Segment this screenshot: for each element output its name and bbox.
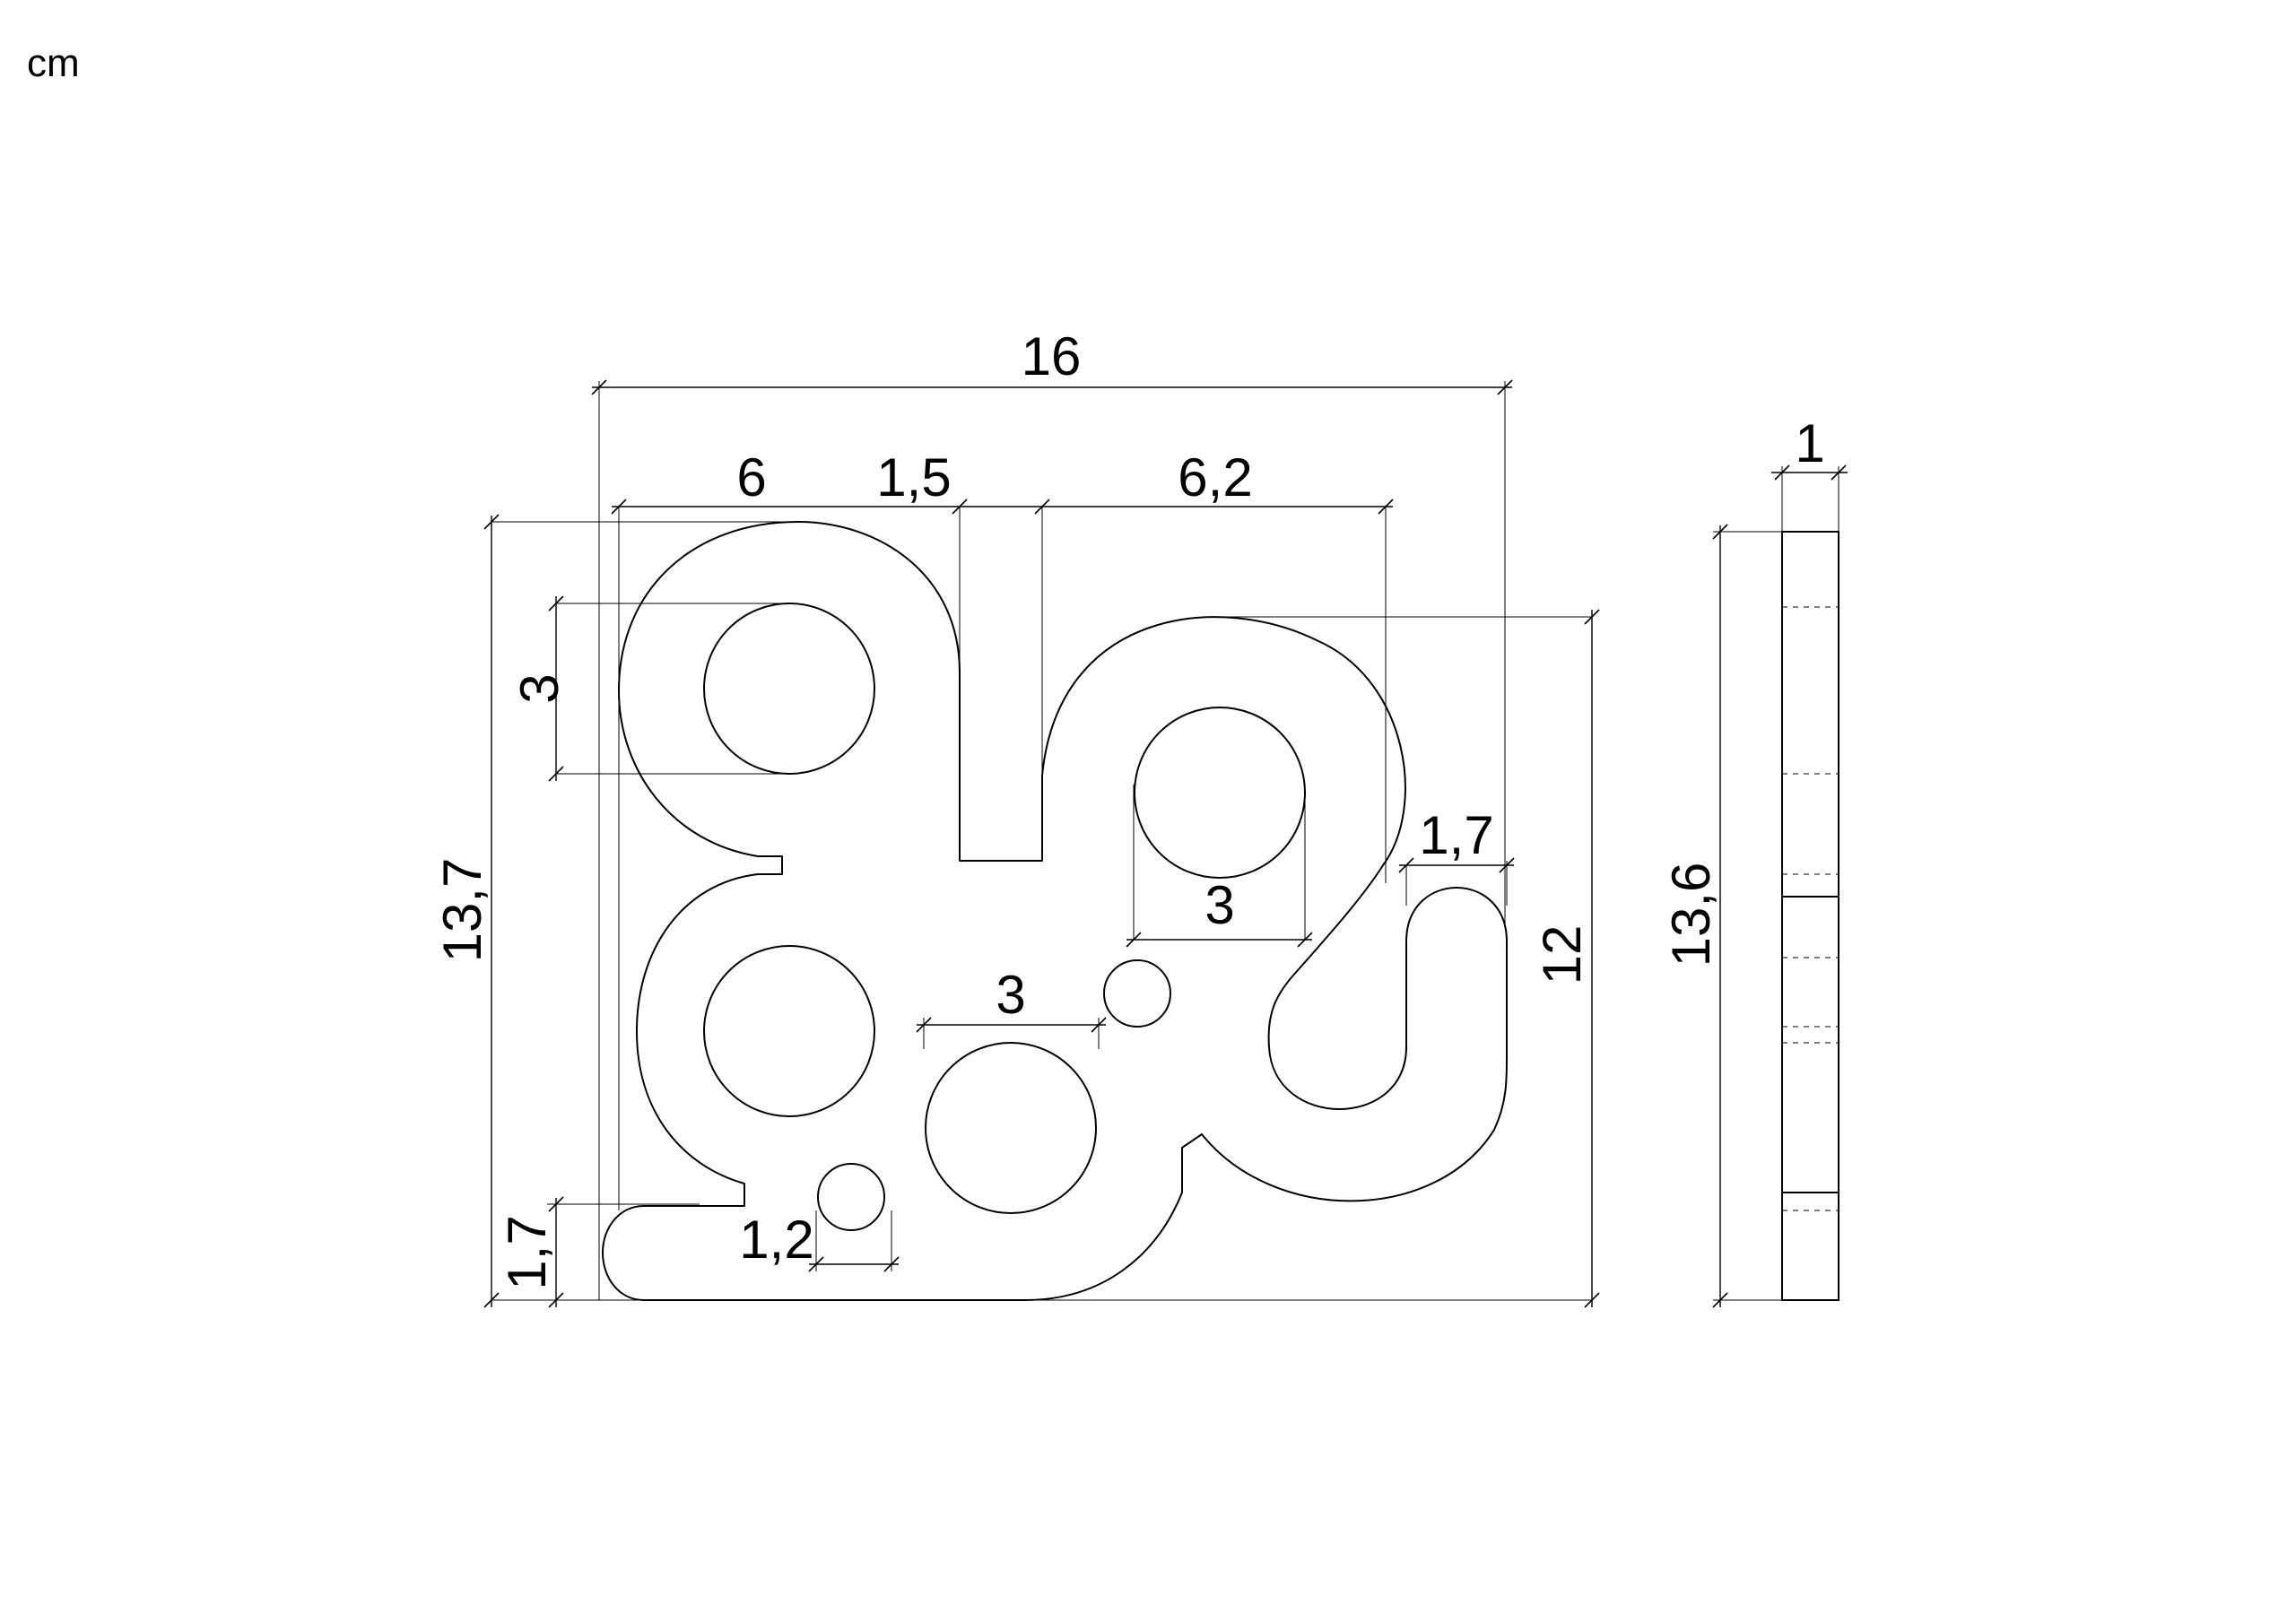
dimension-labels: 16 6 1,5 6,2 3 3 3 1,2 1,7 1,7 13,7 12 1…	[432, 326, 1825, 1290]
dim-top-right-span: 6,2	[1178, 447, 1252, 507]
dim-hole-upper-right-diameter: 3	[1205, 875, 1234, 935]
unit-label: cm	[27, 41, 80, 85]
dim-small-hole-diameter: 1,2	[739, 1210, 813, 1270]
dim-right-arm-width: 1,7	[1419, 805, 1493, 865]
hole-lower-left	[703, 945, 875, 1117]
side-view	[1781, 531, 1839, 1301]
small-hole-right	[1103, 959, 1171, 1028]
dim-hole-center-diameter: 3	[996, 965, 1025, 1025]
part-outline	[602, 521, 1508, 1301]
tick-marks	[483, 379, 1847, 1308]
dim-top-left-span: 6	[736, 447, 766, 507]
dim-total-height-left: 13,7	[432, 858, 492, 963]
dim-total-width: 16	[1022, 326, 1082, 386]
extension-lines	[491, 381, 1839, 1301]
dim-hole-left-diameter: 3	[509, 673, 570, 703]
hole-upper-left	[703, 603, 875, 775]
hole-center	[925, 1042, 1097, 1214]
dim-slot-width: 1,5	[876, 447, 951, 507]
dimension-lines	[491, 386, 1848, 1307]
dim-bottom-arm-height: 1,7	[497, 1215, 557, 1289]
holes	[703, 603, 1306, 1231]
dim-height-right: 12	[1532, 925, 1592, 985]
hole-upper-right	[1134, 707, 1306, 879]
dim-side-height: 13,6	[1661, 863, 1721, 967]
small-hole-left	[817, 1163, 885, 1231]
dim-thickness: 1	[1795, 413, 1824, 473]
